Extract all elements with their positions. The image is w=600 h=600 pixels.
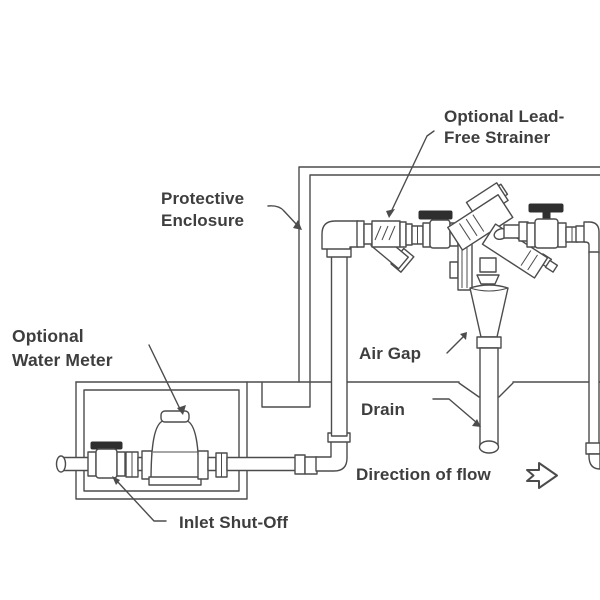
label-optional-water-meter: Optional Water Meter xyxy=(12,326,113,370)
meter-register xyxy=(160,410,190,423)
water-meter xyxy=(141,410,209,486)
lower-elbow xyxy=(315,439,348,472)
outlet-ball-valve xyxy=(526,203,567,249)
water-meter-box xyxy=(75,381,248,500)
inlet-pipe-run xyxy=(55,410,318,486)
inlet-shutoff-valve xyxy=(87,441,126,479)
label-air-gap: Air Gap xyxy=(359,344,422,363)
label-direction-of-flow: Direction of flow xyxy=(356,465,491,484)
relief-valve xyxy=(479,257,497,273)
riser-pipe xyxy=(315,220,359,472)
outlet-run xyxy=(526,203,600,470)
upper-elbow xyxy=(321,220,359,250)
label-protective-enclosure: Protective Enclosure xyxy=(161,189,245,230)
pipe-end-cap xyxy=(55,455,67,473)
air-gap-funnel xyxy=(469,284,509,454)
inlet-ball-valve xyxy=(418,210,459,249)
leader-lines xyxy=(112,130,481,522)
protective-enclosure-outline xyxy=(261,166,600,408)
right-elbow xyxy=(583,221,600,254)
ground-line xyxy=(75,381,600,398)
strainer-assembly xyxy=(356,210,459,273)
lead-free-strainer xyxy=(370,220,415,273)
label-drain: Drain xyxy=(361,400,405,419)
label-inlet-shut-off: Inlet Shut-Off xyxy=(179,513,289,532)
label-optional-lead-free-strainer: Optional Lead- Free Strainer xyxy=(444,107,565,147)
flow-arrow-icon xyxy=(526,462,558,489)
drain-pipe xyxy=(479,347,499,446)
drop-pipe xyxy=(588,251,600,445)
backflow-preventer xyxy=(447,182,559,291)
meter-outlet-pipe xyxy=(226,456,298,472)
